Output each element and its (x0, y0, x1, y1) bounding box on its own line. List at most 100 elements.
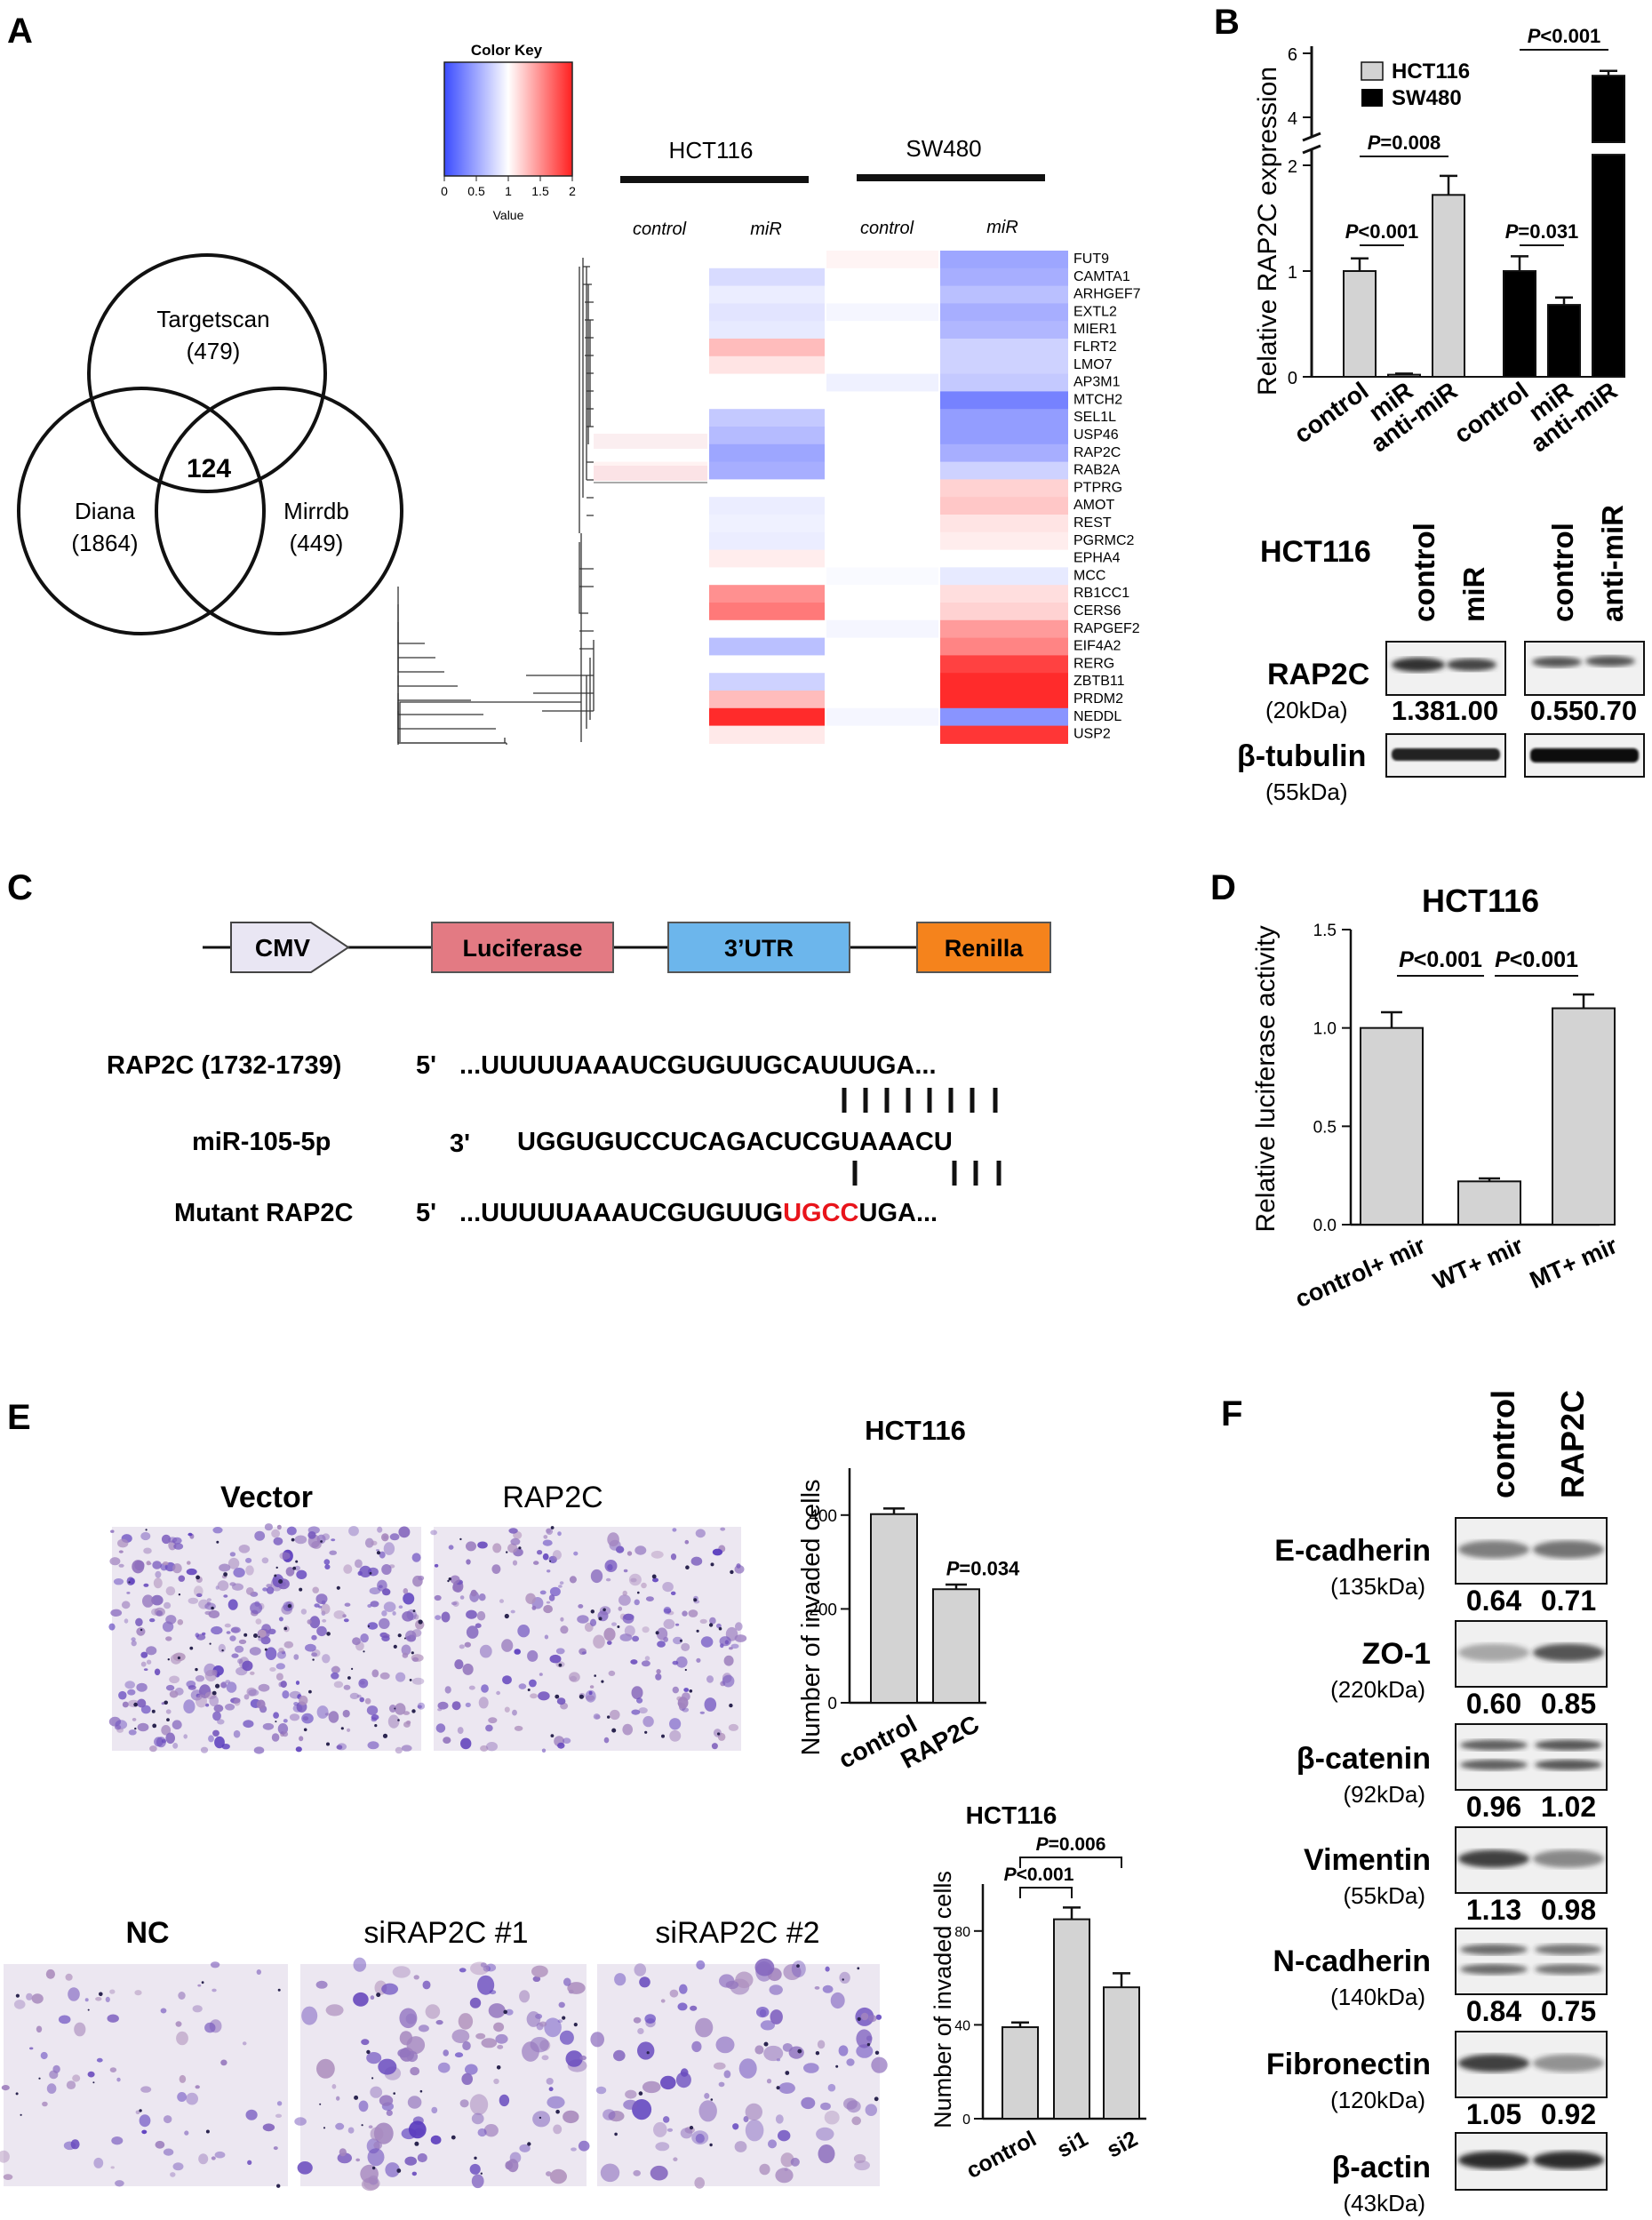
cell (410, 2066, 420, 2076)
heatmap-cell (826, 655, 938, 674)
cell (169, 1690, 179, 1698)
cell (691, 2040, 702, 2053)
heatmap-cell (940, 585, 1068, 603)
cell (398, 1605, 403, 1609)
heatmap-cell (940, 637, 1068, 656)
cell (468, 1685, 475, 1690)
heatmap-cell (940, 497, 1068, 515)
heatmap-cell (709, 427, 825, 445)
cell (680, 2128, 693, 2139)
heatmap-cell (594, 567, 707, 586)
cell (295, 1746, 302, 1753)
cell (641, 1660, 650, 1667)
cell (780, 2152, 794, 2168)
cell (367, 1604, 372, 1608)
cell (355, 1559, 363, 1569)
cell (417, 2152, 427, 2163)
cell (264, 1523, 273, 1531)
cell (656, 1627, 668, 1641)
nucleus (527, 1689, 531, 1691)
blot-band (1533, 1540, 1604, 1559)
heatmap-cell (826, 427, 938, 445)
heatmap-cell (709, 497, 825, 515)
blot-f-protein: E-cadherin (1274, 1534, 1431, 1568)
cell (143, 1668, 148, 1671)
cell (227, 1557, 240, 1569)
nucleus (366, 2049, 371, 2055)
venn-set-name-diana: Diana (75, 498, 135, 524)
nucleus (87, 2008, 90, 2011)
cell (803, 2063, 819, 2073)
nucleus (397, 1719, 400, 1721)
cell (126, 1592, 131, 1594)
p-value: =0.008 (1380, 132, 1441, 154)
heatmap-cell (826, 585, 938, 603)
heatmap-column-label: miR (750, 220, 782, 239)
cell (489, 1990, 497, 1995)
heatmap-cell (709, 373, 825, 392)
cell (368, 2125, 373, 2128)
cell (110, 2166, 115, 2169)
cell (459, 1644, 465, 1649)
blot-f-quant: 0.92 (1541, 2098, 1596, 2130)
seq-end-mutant: 5' (416, 1199, 436, 1227)
nucleus (295, 1560, 299, 1563)
cell (626, 1551, 633, 1556)
cell (165, 1732, 175, 1745)
cell (581, 1651, 587, 1655)
cell (514, 1649, 521, 1655)
cell (736, 1563, 741, 1569)
cell (614, 1973, 626, 1986)
cell (403, 1593, 415, 1605)
cell (141, 2129, 148, 2135)
nucleus (336, 1585, 340, 1590)
blot-band (1458, 1540, 1529, 1559)
cell (128, 1729, 137, 1736)
significance-bracket (1019, 1857, 1122, 1868)
cell (108, 1623, 116, 1631)
cell (225, 1704, 235, 1711)
cell (353, 1957, 367, 1972)
cell (206, 1598, 211, 1601)
cell (546, 1528, 554, 1536)
cell (820, 2102, 831, 2111)
nucleus (590, 1609, 595, 1614)
panel-label-f: F (1221, 1394, 1242, 1433)
nucleus (278, 1579, 283, 1584)
gene-label: RB1CC1 (1073, 586, 1129, 601)
cell (411, 1553, 421, 1562)
cell (411, 1677, 425, 1685)
y-tick-label: 40 (954, 2018, 970, 2033)
cell (3, 2174, 13, 2181)
cell (675, 2072, 691, 2088)
cell (589, 1618, 597, 1627)
heatmap-cell (940, 673, 1068, 691)
cell (300, 1609, 307, 1615)
cell (42, 2101, 48, 2107)
heatmap-cell (826, 549, 938, 568)
micrograph-background (434, 1527, 741, 1751)
cell (434, 1594, 442, 1601)
cell (637, 2041, 655, 2060)
cell (459, 1968, 467, 1973)
cell (698, 2100, 717, 2122)
cell (361, 2039, 370, 2046)
cell (754, 1958, 775, 1976)
heatmap-cell (594, 585, 707, 603)
legend-label-sw480: SW480 (1392, 86, 1462, 110)
cell (669, 1989, 679, 1998)
nucleus (209, 1642, 211, 1645)
cell (117, 1538, 129, 1548)
cell (364, 1537, 374, 1548)
cell (558, 1585, 563, 1588)
bar (1552, 1007, 1616, 1226)
heatmap-cell (594, 285, 707, 304)
nucleus (614, 2132, 618, 2136)
cell (197, 1984, 202, 1987)
cell (477, 1541, 488, 1549)
nucleus (99, 1992, 103, 1997)
heatmap-cell (709, 391, 825, 410)
cell (369, 1587, 381, 1595)
heatmap-cell (940, 515, 1068, 533)
heatmap-cell (709, 251, 825, 269)
